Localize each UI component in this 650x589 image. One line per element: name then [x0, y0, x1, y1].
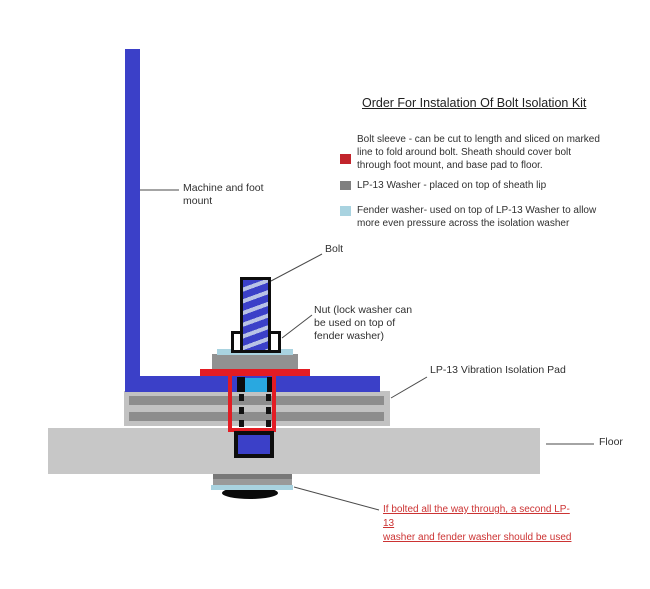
bolt-leader-line [270, 253, 323, 282]
legend-text-bolt-sleeve: Bolt sleeve - can be cut to length and s… [357, 133, 600, 172]
legend-swatch-lp13-washer [340, 181, 351, 190]
bottom-note: If bolted all the way through, a second … [383, 503, 578, 545]
pad-leader-line [390, 376, 428, 399]
nut-label: Nut (lock washer can be used on top of f… [314, 304, 439, 343]
legend-line: Bolt sleeve - can be cut to length and s… [357, 134, 600, 145]
legend-line: more even pressure across the isolation … [357, 218, 570, 229]
machine-mount-vertical [125, 49, 140, 392]
bolt-hidden-dash-left [239, 394, 244, 431]
legend-swatch-bolt-sleeve [340, 154, 351, 164]
bolt-label: Bolt [325, 243, 344, 255]
bottom-washer-dark [213, 474, 292, 479]
lp13-washer [212, 354, 298, 369]
nut-leader-line [281, 314, 313, 339]
note-line: If bolted all the way through, a second … [383, 504, 570, 529]
label-line: Nut (lock washer can [314, 304, 413, 316]
diagram-title: Order For Instalation Of Bolt Isolation … [362, 96, 587, 110]
legend-swatch-fender-washer [340, 206, 351, 216]
bolt-edge-right [267, 377, 275, 392]
legend-line: LP-13 Washer - placed on top of sheath l… [357, 180, 547, 191]
note-line: washer and fender washer should be used [383, 532, 572, 543]
floor-label: Floor [599, 436, 623, 448]
legend-text-fender-washer: Fender washer- used on top of LP-13 Wash… [357, 204, 596, 230]
floor-slab [48, 428, 540, 474]
legend-line: through foot mount, and base pad to floo… [357, 160, 543, 171]
legend-line: line to fold around bolt. Sheath should … [357, 147, 572, 158]
pad-label: LP-13 Vibration Isolation Pad [430, 364, 566, 376]
bolt-sleeve-lip [200, 369, 310, 376]
bottom-fender-washer [211, 485, 293, 490]
legend-line: Fender washer- used on top of LP-13 Wash… [357, 205, 597, 216]
bolt-edge-left [237, 377, 245, 392]
bolt-shaft [240, 277, 271, 353]
label-line: mount [183, 195, 213, 207]
isolation-pad-strip [129, 412, 384, 421]
bolt-sleeve-core [245, 378, 267, 392]
bolt-sleeve-bottom [228, 428, 276, 432]
isolation-pad-strip [129, 396, 384, 405]
bottom-nut-ellipse [222, 487, 278, 499]
legend-text-lp13-washer: LP-13 Washer - placed on top of sheath l… [357, 179, 546, 192]
label-line: Machine and foot [183, 182, 264, 194]
bolt-hidden-dash-right [266, 394, 271, 431]
machine-mount-label: Machine and foot mount [183, 182, 275, 208]
label-line: fender washer) [314, 330, 385, 342]
bottom-washer-gray [213, 479, 292, 485]
note-leader-line [293, 486, 380, 511]
bolt-end-in-floor [234, 431, 274, 458]
label-line: be used on top of [314, 317, 396, 329]
bolt-sleeve-wall-right [272, 371, 276, 432]
bolt-sleeve-wall-left [228, 371, 232, 432]
